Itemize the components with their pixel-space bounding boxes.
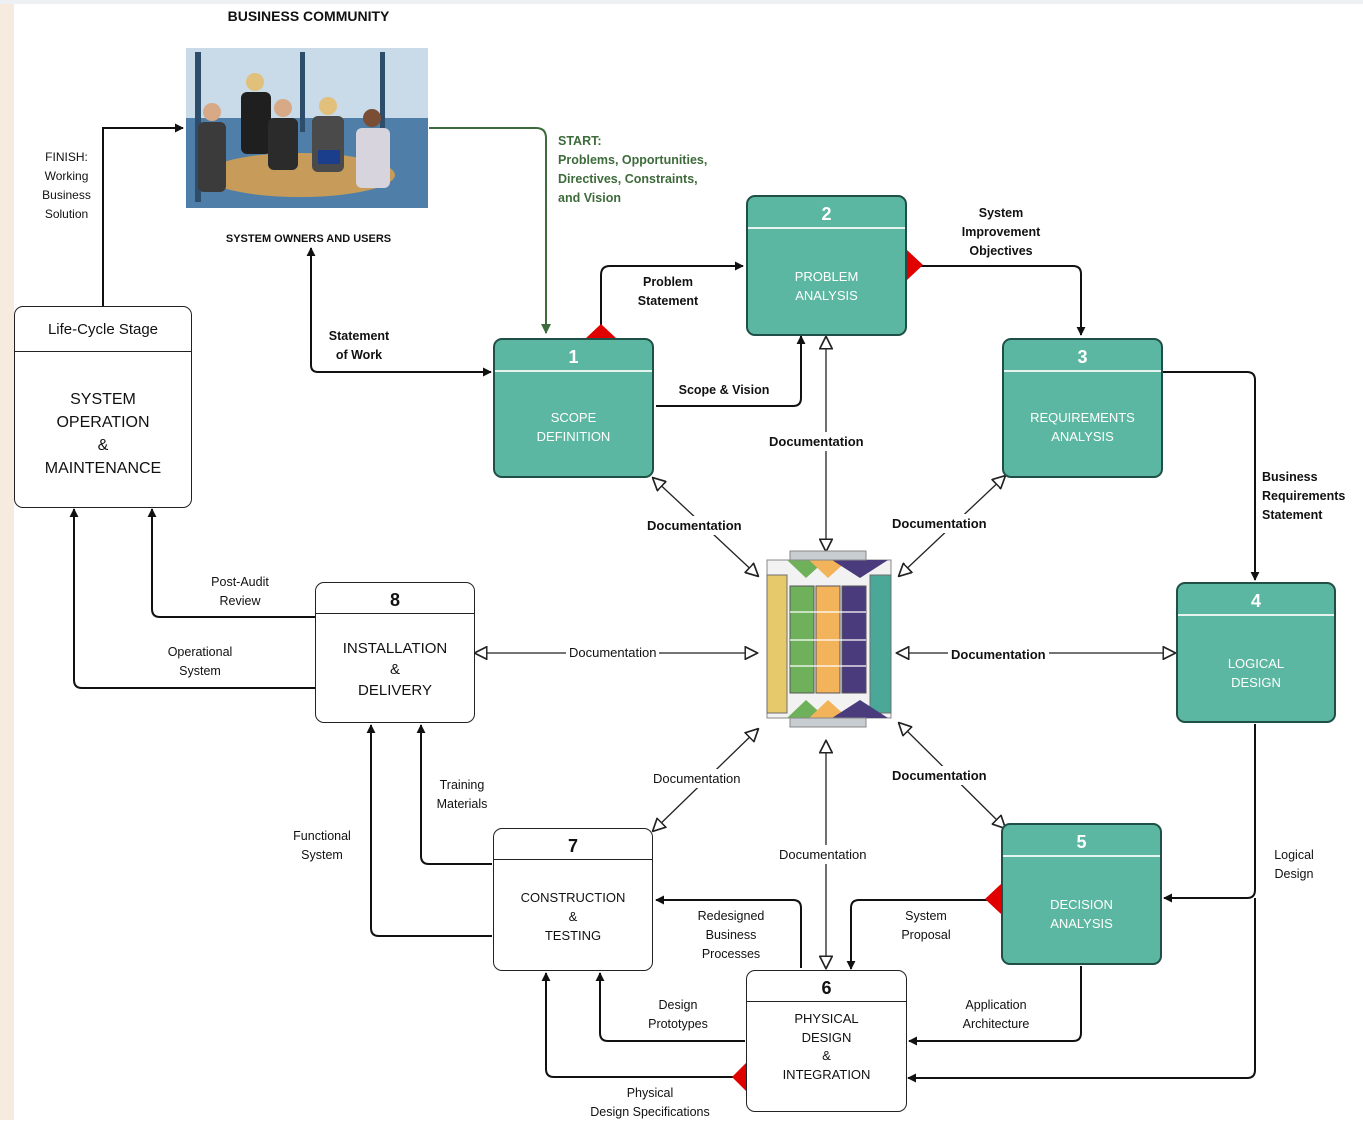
phase-7-construction-testing[interactable]: 7 CONSTRUCTION & TESTING [493, 828, 653, 971]
phase-number: 8 [316, 583, 474, 614]
phase-6-physical-design-integration[interactable]: 6 PHYSICAL DESIGN & INTEGRATION [746, 970, 907, 1112]
business-meeting-photo [186, 48, 428, 208]
repository-icon [766, 550, 892, 728]
system-owners-users-label: SYSTEM OWNERS AND USERS [225, 233, 392, 245]
design-prototypes-label: Design Prototypes [648, 998, 708, 1031]
documentation-label-7: Documentation [650, 769, 744, 788]
phase-2-problem-analysis[interactable]: 2 PROBLEM ANALYSIS [746, 195, 907, 336]
system-improvement-objectives-label: System Improvement Objectives [961, 206, 1041, 258]
phase-title: DECISION ANALYSIS [1050, 897, 1113, 931]
redesigned-business-processes-label: Redesigned Business Processes [697, 909, 765, 961]
phase-4-logical-design[interactable]: 4 LOGICAL DESIGN [1176, 582, 1336, 723]
phase-number: 6 [747, 971, 906, 1002]
phase-number: 4 [1178, 584, 1334, 616]
phase-title: LOGICAL DESIGN [1227, 656, 1285, 690]
statement-of-work-label: Statement of Work [328, 329, 390, 362]
documentation-label-6: Documentation [776, 845, 870, 864]
phase-3-requirements-analysis[interactable]: 3 REQUIREMENTS ANALYSIS [1002, 338, 1163, 478]
phase-title: PHYSICAL DESIGN & INTEGRATION [782, 1011, 871, 1082]
finish-label: FINISH: Working Business Solution [42, 150, 91, 221]
documentation-label-2: Documentation [766, 432, 867, 451]
phase-title: REQUIREMENTS ANALYSIS [1030, 410, 1135, 444]
phase-number: 1 [495, 340, 652, 372]
lifecycle-stage-box[interactable]: Life-Cycle Stage SYSTEM OPERATION & MAIN… [14, 306, 192, 508]
phase-1-scope-definition[interactable]: 1 SCOPE DEFINITION [493, 338, 654, 478]
scope-vision-label: Scope & Vision [678, 383, 770, 397]
business-requirements-statement-label: Business Requirements Statement [1262, 470, 1346, 522]
physical-design-specifications-label: Physical Design Specifications [590, 1086, 710, 1119]
phase-number: 2 [748, 197, 905, 229]
documentation-label-4: Documentation [948, 645, 1049, 664]
application-architecture-label: Application Architecture [962, 998, 1030, 1031]
functional-system-label: Functional System [293, 829, 351, 862]
system-proposal-label: System Proposal [901, 909, 951, 942]
logical-design-label: Logical Design [1274, 848, 1314, 881]
operational-system-label: Operational System [167, 645, 233, 678]
phase-title: PROBLEM ANALYSIS [794, 269, 859, 303]
page-border-left [0, 0, 14, 1120]
phase-title: SCOPE DEFINITION [536, 410, 611, 444]
phase-8-installation-delivery[interactable]: 8 INSTALLATION & DELIVERY [315, 582, 475, 723]
phase-number: 7 [494, 829, 652, 860]
lifecycle-stage-header: Life-Cycle Stage [15, 307, 191, 352]
post-audit-review-label: Post-Audit Review [211, 575, 269, 608]
documentation-label-5: Documentation [889, 766, 990, 785]
page-border-top [0, 0, 1363, 4]
phase-5-decision-analysis[interactable]: 5 DECISION ANALYSIS [1001, 823, 1162, 965]
lifecycle-stage-title: SYSTEM OPERATION & MAINTENANCE [44, 391, 162, 477]
phase-number: 5 [1003, 825, 1160, 857]
documentation-label-1: Documentation [644, 516, 745, 535]
phase-title: INSTALLATION & DELIVERY [342, 640, 448, 699]
start-label: START: Problems, Opportunities, Directiv… [558, 134, 708, 205]
documentation-label-8: Documentation [566, 643, 660, 662]
problem-statement-label: Problem Statement [637, 275, 699, 308]
phase-number: 3 [1004, 340, 1161, 372]
documentation-label-3: Documentation [889, 514, 990, 533]
phase-title: CONSTRUCTION & TESTING [520, 890, 626, 943]
business-community-title: BUSINESS COMMUNITY [227, 8, 390, 24]
training-materials-label: Training Materials [436, 778, 488, 811]
